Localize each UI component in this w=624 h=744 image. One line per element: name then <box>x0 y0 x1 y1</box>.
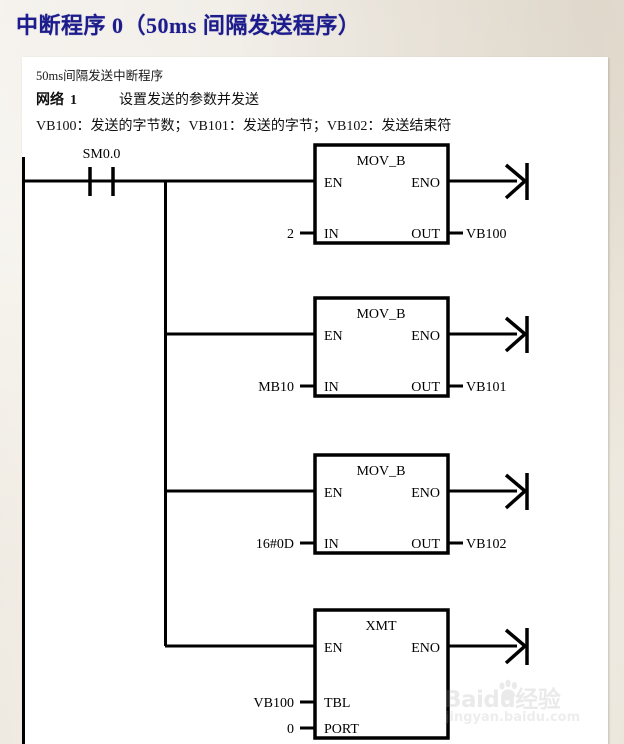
block-in-pin: IN <box>324 227 339 242</box>
block-eno-label: ENO <box>411 641 440 656</box>
network-description: 设置发送的参数并发送 <box>119 93 259 108</box>
block-en-label: EN <box>324 329 343 344</box>
block-mov-b-1: MOV_B EN ENO IN OUT 2 VB100 <box>287 143 506 245</box>
block-mov-b-3: MOV_B EN ENO IN OUT 16#0D VB102 <box>256 453 506 555</box>
block-xmt: XMT EN ENO TBL PORT VB100 0 <box>254 608 450 740</box>
block-port-pin: PORT <box>324 722 359 737</box>
ladder-diagram: SM0.0 MOV_B EN ENO IN OUT 2 VB100 <box>22 57 608 744</box>
block-en-label: EN <box>324 176 343 191</box>
contact-sm0-0 <box>88 167 115 196</box>
network-comment: VB100：发送的字节数；VB101：发送的字节；VB102：发送结束符 <box>36 119 452 134</box>
block-title: MOV_B <box>356 464 405 479</box>
rung-2-terminator-icon <box>504 316 529 353</box>
program-note: 50ms间隔发送中断程序 <box>36 69 164 83</box>
network-label: 网络 <box>36 93 64 108</box>
block-body <box>313 296 450 398</box>
rung-4-terminator-icon <box>504 628 529 665</box>
block-out-value: VB101 <box>466 380 506 395</box>
block-title: XMT <box>365 619 397 634</box>
block-eno-label: ENO <box>411 176 440 191</box>
block-tbl-value: VB100 <box>254 696 294 711</box>
contact-label: SM0.0 <box>83 147 121 162</box>
block-en-label: EN <box>324 641 343 656</box>
block-body <box>313 143 450 245</box>
block-title: MOV_B <box>356 307 405 322</box>
block-in-value: 2 <box>287 227 294 242</box>
block-out-value: VB100 <box>466 227 506 242</box>
block-out-pin: OUT <box>411 227 440 242</box>
block-tbl-pin: TBL <box>324 696 350 711</box>
block-en-label: EN <box>324 486 343 501</box>
page-title: 中断程序 0（50ms 间隔发送程序） <box>16 13 361 38</box>
block-eno-label: ENO <box>411 329 440 344</box>
block-eno-label: ENO <box>411 486 440 501</box>
block-body <box>313 608 450 740</box>
network-number: 1 <box>70 93 77 108</box>
block-in-value: MB10 <box>258 380 294 395</box>
rung-1-terminator-icon <box>504 163 529 200</box>
block-in-value: 16#0D <box>256 537 294 552</box>
block-title: MOV_B <box>356 154 405 169</box>
block-port-value: 0 <box>287 722 294 737</box>
network-header: 网络 1 设置发送的参数并发送 <box>36 89 259 109</box>
block-in-pin: IN <box>324 537 339 552</box>
block-out-pin: OUT <box>411 537 440 552</box>
block-mov-b-2: MOV_B EN ENO IN OUT MB10 VB101 <box>258 296 506 398</box>
content-panel: 50ms间隔发送中断程序 网络 1 设置发送的参数并发送 VB100：发送的字节数；… <box>22 57 608 744</box>
block-in-pin: IN <box>324 380 339 395</box>
block-out-pin: OUT <box>411 380 440 395</box>
rung-3-terminator-icon <box>504 473 529 510</box>
block-out-value: VB102 <box>466 537 506 552</box>
block-body <box>313 453 450 555</box>
